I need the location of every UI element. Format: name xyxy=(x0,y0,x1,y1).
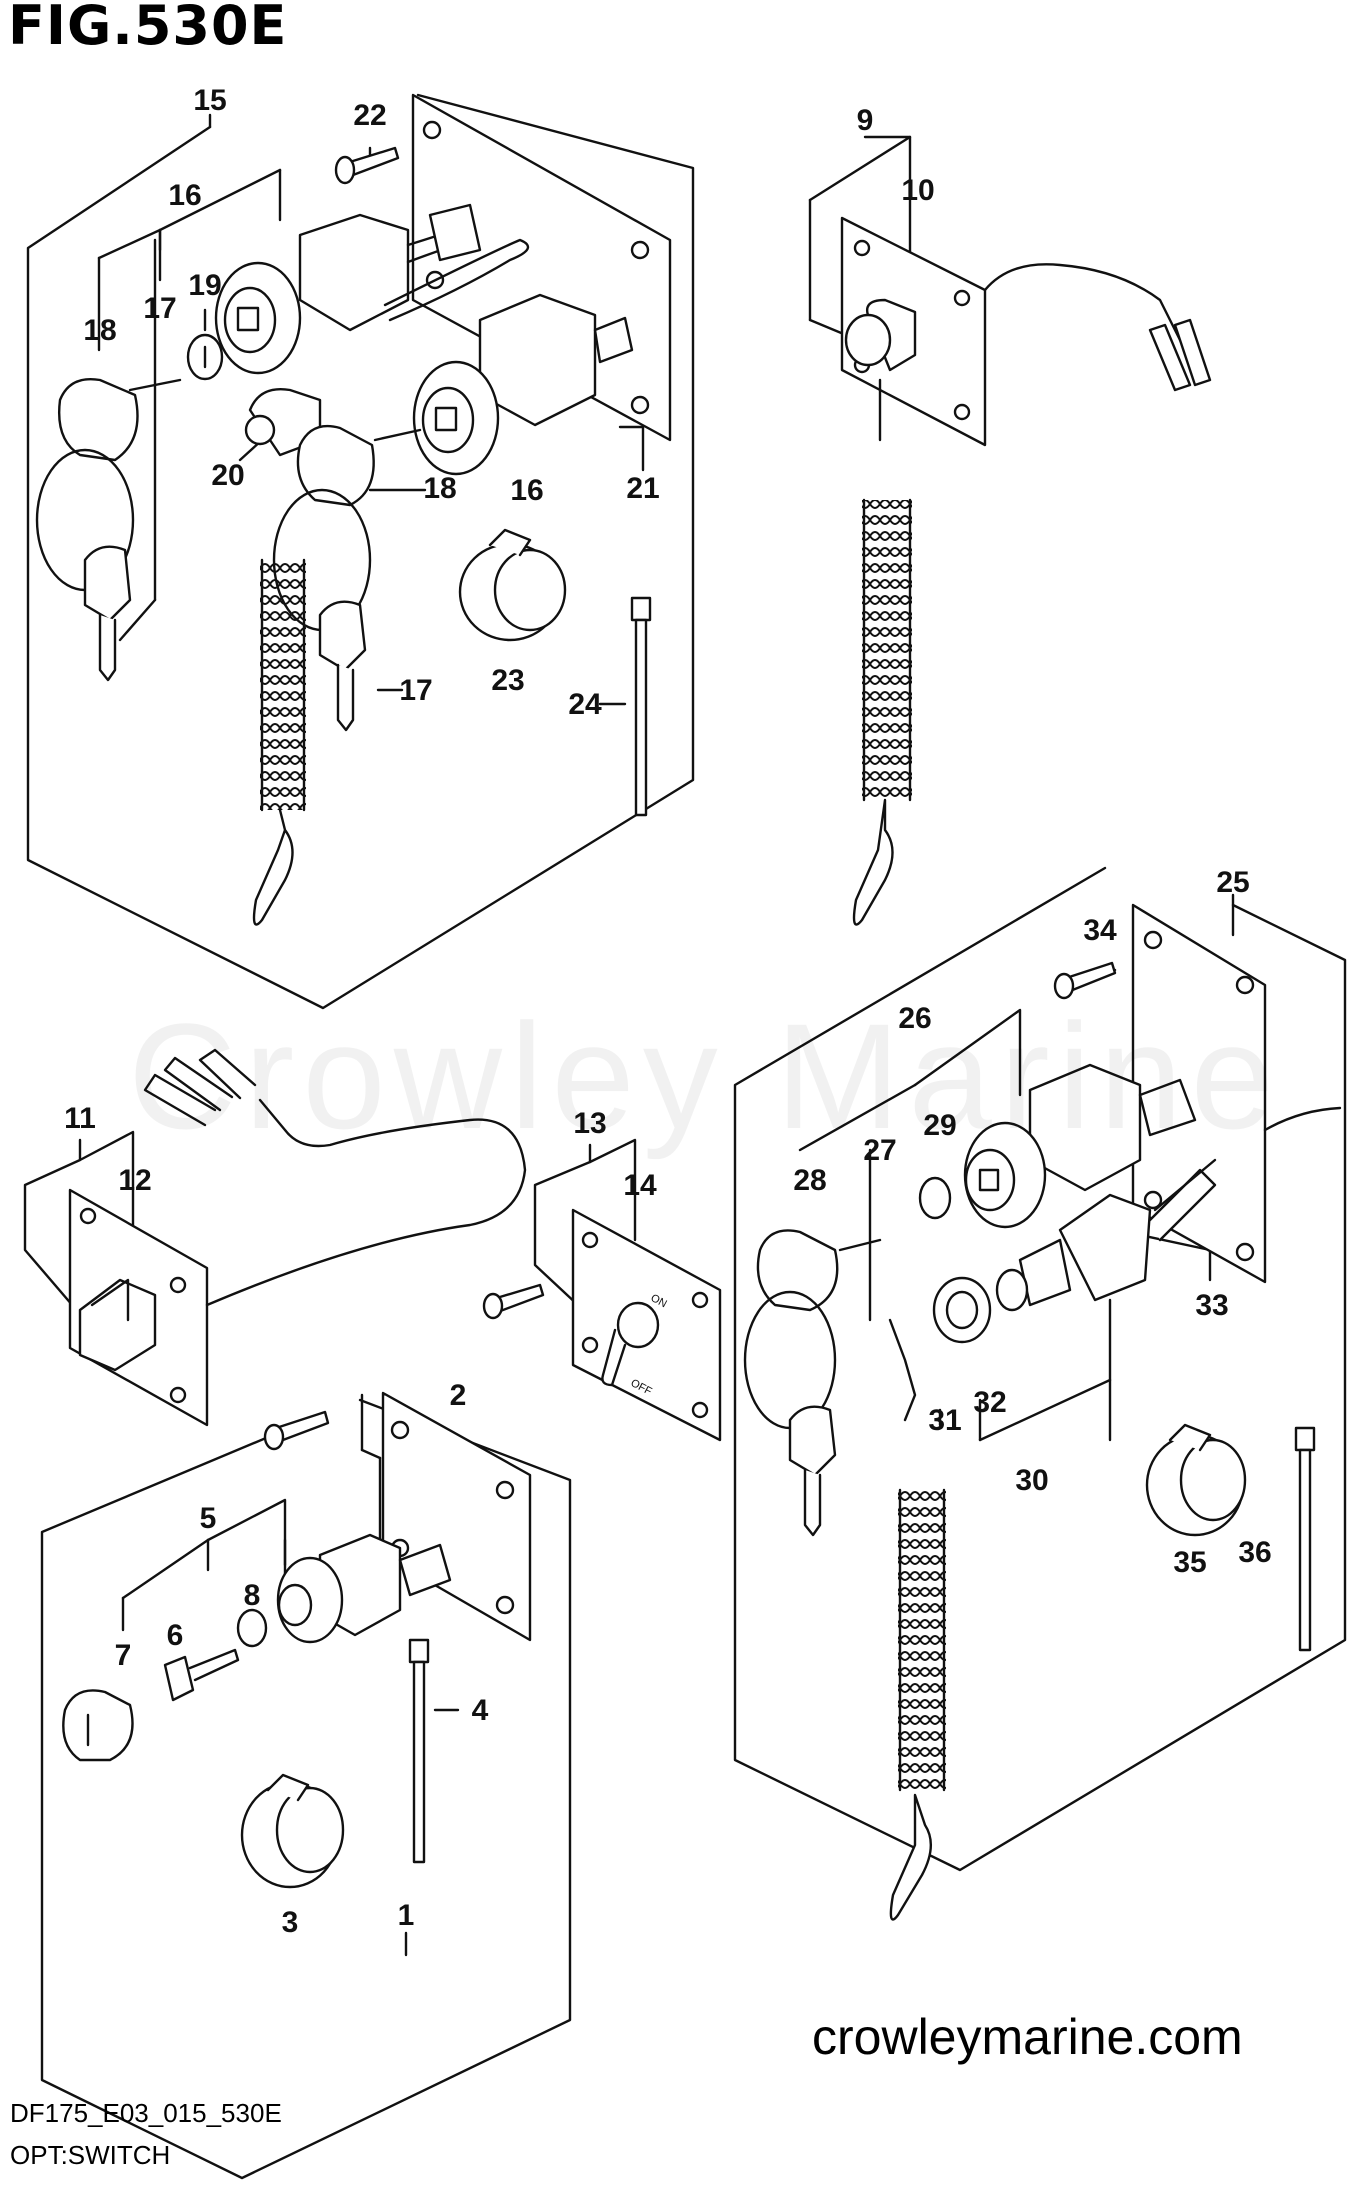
key-18-upper xyxy=(35,378,182,592)
callout-33: 33 xyxy=(1195,1289,1228,1322)
callout-17: 17 xyxy=(143,292,176,325)
callout-21: 21 xyxy=(626,472,659,505)
key-17-lower xyxy=(318,600,367,732)
figure-title: FIG.530E xyxy=(8,0,288,57)
cover-35 xyxy=(1145,1423,1247,1537)
key-28 xyxy=(743,1229,882,1537)
callout-1: 1 xyxy=(398,1899,415,1932)
callout-16b: 16 xyxy=(510,474,543,507)
keyfob-7 xyxy=(62,1689,134,1762)
callout-30: 30 xyxy=(1015,1464,1048,1497)
screw-34 xyxy=(1053,961,1117,1000)
callout-34: 34 xyxy=(1083,914,1117,947)
panel-2 xyxy=(381,1391,532,1642)
callout-32: 32 xyxy=(973,1386,1006,1419)
harness-11 xyxy=(143,1048,527,1307)
callout-25: 25 xyxy=(1216,866,1249,899)
callout-8: 8 xyxy=(244,1579,261,1612)
callout-4: 4 xyxy=(472,1694,489,1727)
callout-16: 16 xyxy=(168,179,201,212)
screw-2 xyxy=(263,1410,330,1451)
cap-8 xyxy=(236,1608,268,1648)
emergency-switch-9 xyxy=(844,263,1212,926)
callout-19: 19 xyxy=(188,269,221,302)
callout-26: 26 xyxy=(898,1002,931,1035)
callout-15: 15 xyxy=(193,84,226,117)
callout-28: 28 xyxy=(793,1164,826,1197)
callout-11: 11 xyxy=(64,1102,96,1135)
screw-13 xyxy=(482,1283,545,1320)
callout-17b: 17 xyxy=(399,674,432,707)
key-switch-29 xyxy=(918,1063,1197,1229)
callout-22: 22 xyxy=(353,99,386,132)
lanyard-31 xyxy=(888,1318,946,1921)
callout-24: 24 xyxy=(568,688,602,721)
callout-18: 18 xyxy=(83,314,116,347)
callout-23: 23 xyxy=(491,664,524,697)
watermark: Crowley Marine xyxy=(128,992,1282,1160)
callout-18b: 18 xyxy=(423,472,456,505)
group-15-leaders xyxy=(97,113,645,706)
stop-switch-30 xyxy=(932,1158,1217,1344)
key-17-upper xyxy=(83,545,132,682)
callout-29: 29 xyxy=(923,1109,956,1142)
callout-35: 35 xyxy=(1173,1546,1206,1579)
group-11-leaders xyxy=(23,1130,135,1322)
callout-2: 2 xyxy=(450,1379,467,1412)
callout-12: 12 xyxy=(118,1164,151,1197)
callout-9: 9 xyxy=(857,104,874,137)
group-25-leaders xyxy=(798,893,1235,1442)
callout-27: 27 xyxy=(863,1134,896,1167)
panel-14 xyxy=(571,1208,722,1442)
callout-labels: 15 22 16 19 18 17 20 18 16 21 17 23 24 9… xyxy=(64,84,1272,1939)
key-switch-5 xyxy=(276,1533,452,1644)
figure-description: OPT:SWITCH xyxy=(10,2140,171,2170)
panel-33 xyxy=(1131,903,1342,1284)
key-switch-16-lower xyxy=(383,238,634,476)
callout-14: 14 xyxy=(623,1169,657,1202)
screw-22 xyxy=(334,146,400,185)
cable-tie-24 xyxy=(630,596,652,817)
callout-36: 36 xyxy=(1238,1536,1271,1569)
group-13-leaders xyxy=(533,1138,637,1337)
callout-5: 5 xyxy=(200,1502,217,1535)
group-1-frame xyxy=(40,1398,572,2180)
cable-tie-4 xyxy=(408,1638,430,1864)
callout-10: 10 xyxy=(901,174,934,207)
callout-7: 7 xyxy=(115,1639,132,1672)
callout-20: 20 xyxy=(211,459,244,492)
drawing-code: DF175_E03_015_530E xyxy=(10,2098,282,2128)
cable-tie-36 xyxy=(1294,1426,1316,1652)
cap-19 xyxy=(186,333,224,381)
cover-3 xyxy=(240,1773,345,1889)
callout-31: 31 xyxy=(928,1404,961,1437)
group-15-frame xyxy=(26,93,695,1010)
group-25-frame xyxy=(733,866,1347,1872)
callout-3: 3 xyxy=(282,1906,299,1939)
website-link[interactable]: crowleymarine.com xyxy=(812,2009,1243,2065)
callout-13: 13 xyxy=(573,1107,606,1140)
cover-23 xyxy=(458,528,567,642)
panel-12 xyxy=(68,1188,209,1427)
callout-6: 6 xyxy=(167,1619,184,1652)
key-6 xyxy=(163,1648,240,1702)
key-switch-16-upper xyxy=(214,203,482,375)
